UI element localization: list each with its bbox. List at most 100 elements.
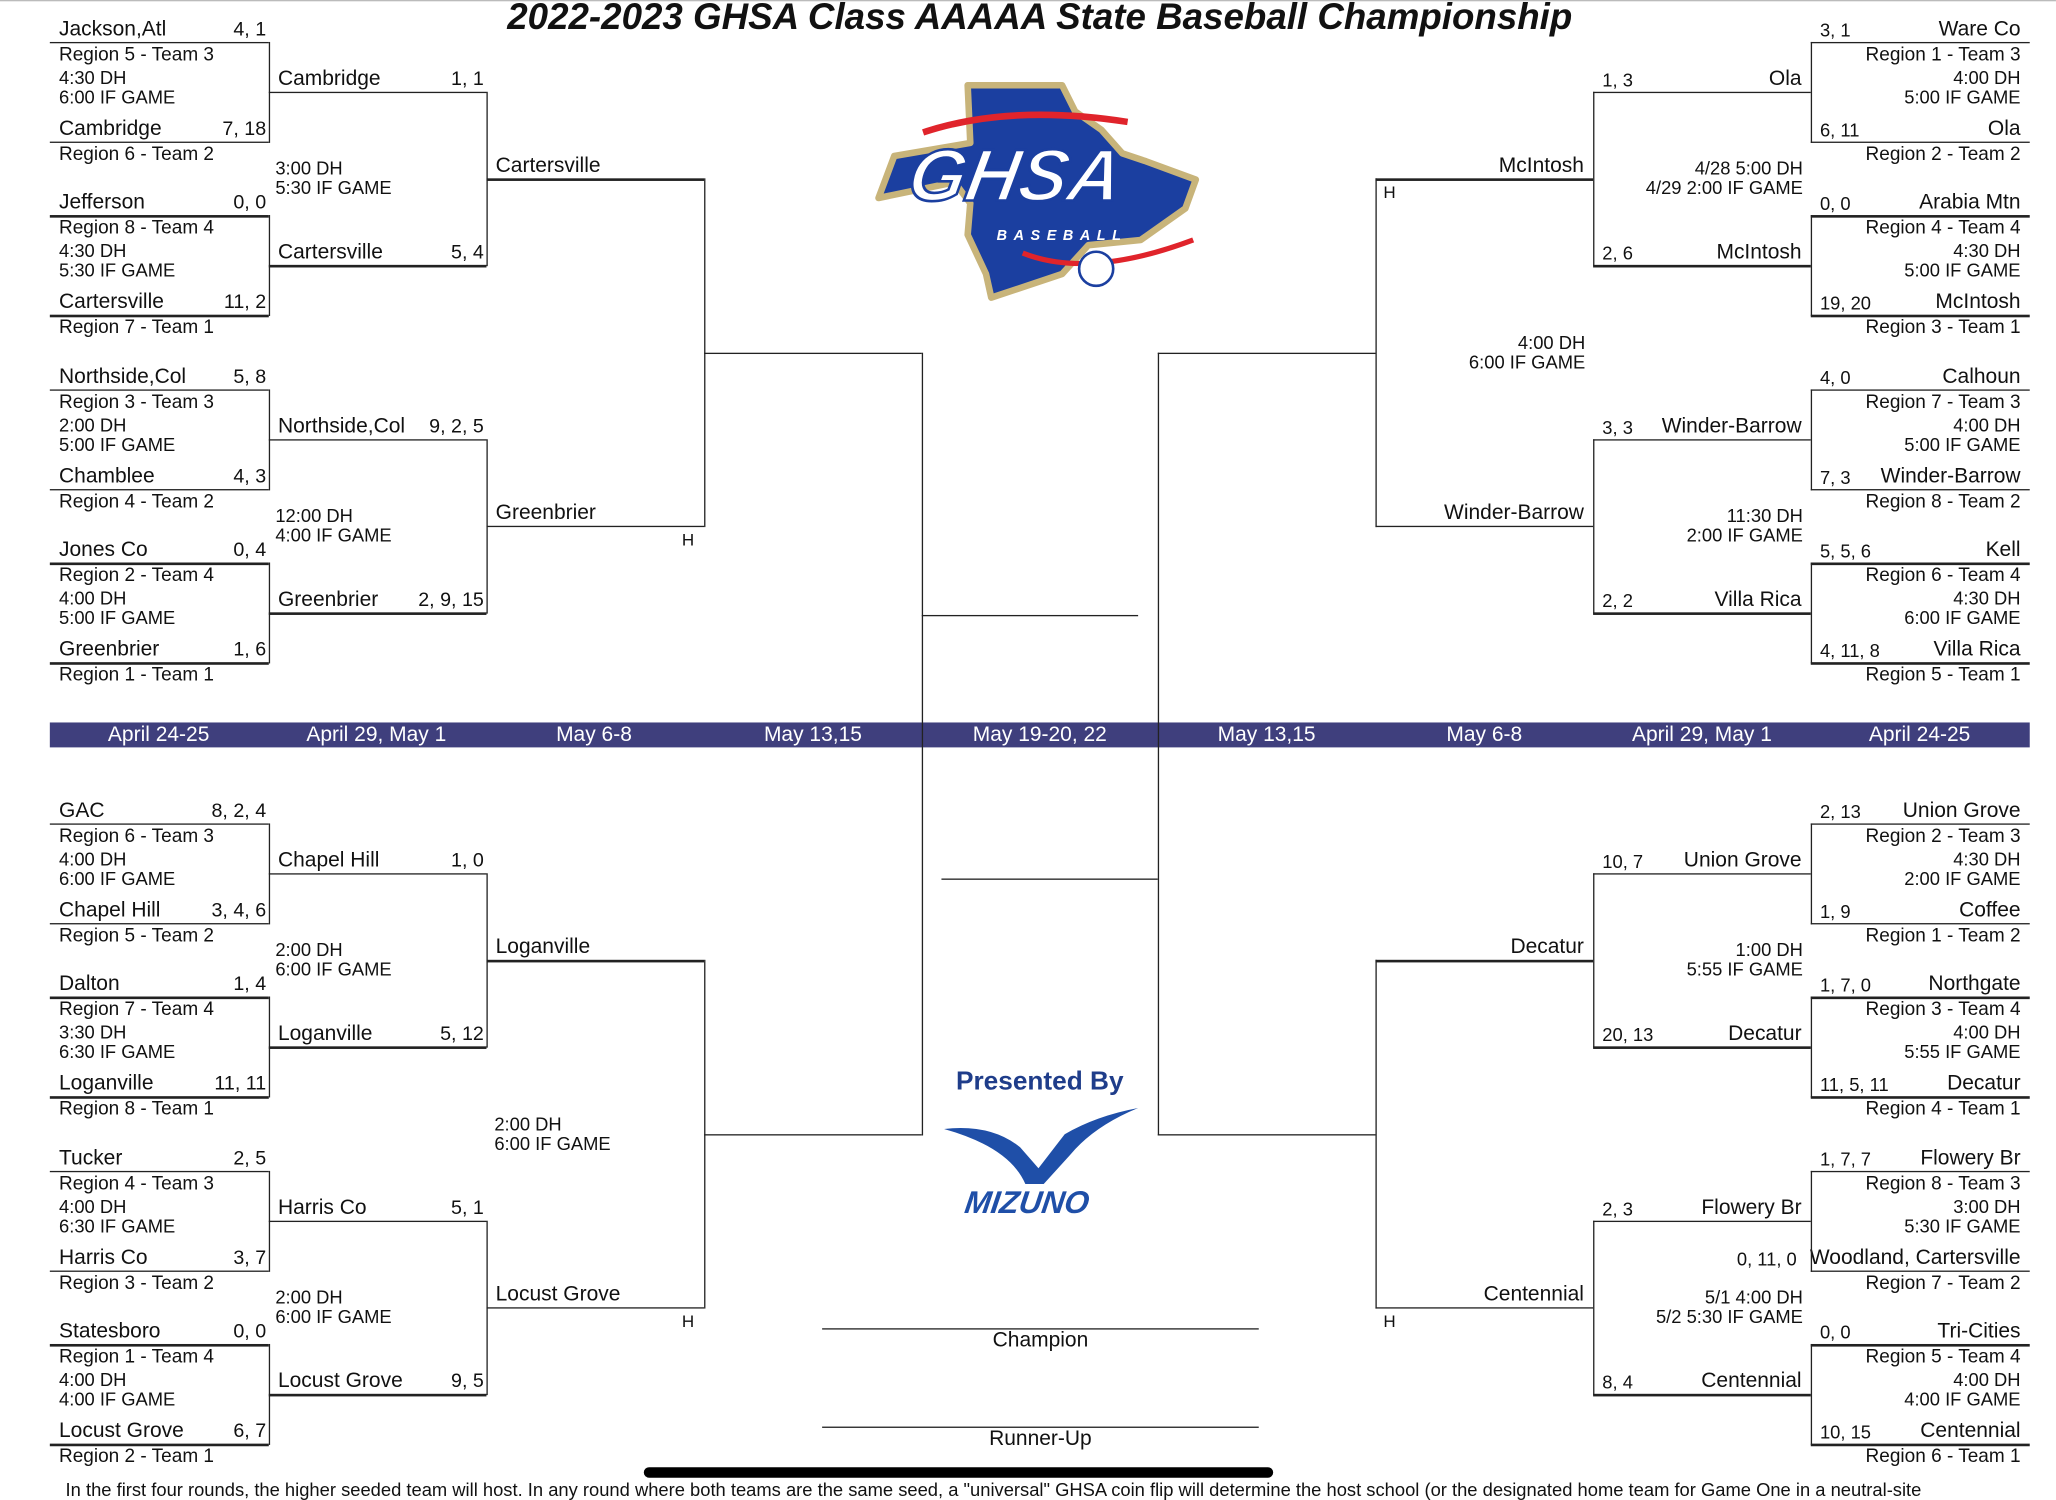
bracket-line <box>49 488 269 491</box>
bracket-line <box>268 612 487 615</box>
doubleheader-time: 4:00 DH <box>1953 1369 2021 1391</box>
team-slot: Northside,Col 5, 8 <box>50 364 269 389</box>
team-score: 2, 13 <box>1819 801 1861 823</box>
bracket-line <box>268 265 487 268</box>
region-seed-label: Region 8 - Team 2 <box>1865 491 2021 513</box>
bracket-line <box>486 178 705 181</box>
team-score: 9, 2, 5 <box>429 415 484 438</box>
bracket-line <box>268 1394 487 1396</box>
region-seed-label: Region 1 - Team 2 <box>1865 925 2021 947</box>
bracket-connector <box>1810 1344 1813 1446</box>
team-slot: Locust Grove 6, 7 <box>50 1419 269 1444</box>
team-score: 0, 0 <box>233 191 267 215</box>
if-game-time: 5:00 IF GAME <box>1904 86 2021 108</box>
region-seed-label: Region 3 - Team 4 <box>1865 999 2021 1021</box>
doubleheader-time: 2:00 DH <box>59 414 127 436</box>
doubleheader-time: 2:00 DH <box>275 1286 343 1308</box>
team-score: 6, 7 <box>233 1420 267 1443</box>
team-name: Winder-Barrow <box>1661 415 1802 438</box>
if-game-time: 5:30 IF GAME <box>275 177 392 199</box>
if-game-time: 6:30 IF GAME <box>59 1041 176 1063</box>
team-name: McIntosh <box>1716 241 1802 265</box>
bracket-line <box>49 562 269 565</box>
bracket-line <box>1810 662 2030 665</box>
region-seed-label: Region 3 - Team 2 <box>59 1272 215 1294</box>
team-name: Centennial <box>1483 1283 1584 1306</box>
region-seed-label: Region 4 - Team 3 <box>59 1173 215 1195</box>
region-seed-label: Region 2 - Team 3 <box>1865 826 2021 848</box>
region-seed-label: Region 1 - Team 3 <box>1865 44 2021 66</box>
team-name: Harris Co <box>277 1196 367 1220</box>
footer-note: In the first four rounds, the higher see… <box>65 1479 1922 1500</box>
bracket-line <box>1810 823 2030 826</box>
team-slot: Loganville <box>486 935 704 960</box>
region-seed-label: Region 7 - Team 2 <box>1865 1272 2021 1294</box>
bracket-line <box>1810 1270 2030 1273</box>
bracket-line <box>1593 612 1811 615</box>
doubleheader-time: 4:30 DH <box>59 240 127 262</box>
doubleheader-time: 3:30 DH <box>59 1021 127 1043</box>
if-game-time: 5:00 IF GAME <box>59 433 176 455</box>
bracket-line <box>486 960 705 962</box>
team-score: 11, 2 <box>223 291 267 314</box>
team-slot: Winder-Barrow 3, 3 <box>1593 414 1811 439</box>
team-name: Northside,Col <box>59 365 187 388</box>
team-name: Northgate <box>1928 973 2021 996</box>
team-name: Centennial <box>1920 1420 2021 1443</box>
team-score: 1, 7, 7 <box>1819 1148 1871 1170</box>
team-score: 11, 11 <box>214 1073 267 1096</box>
svg-text:GHSA: GHSA <box>903 134 1130 216</box>
team-score: 1, 9 <box>1819 900 1851 922</box>
team-score: 2, 5 <box>233 1147 267 1170</box>
region-seed-label: Region 4 - Team 4 <box>1865 218 2021 240</box>
team-name: Locust Grove <box>59 1420 184 1443</box>
team-score: 3, 3 <box>1602 416 1633 438</box>
team-name: Union Grove <box>1902 799 2021 823</box>
bracket-line <box>268 1220 487 1223</box>
team-slot: Greenbrier <box>486 501 704 526</box>
team-score: 5, 8 <box>233 365 267 388</box>
bracket-connector <box>1810 1170 1813 1272</box>
doubleheader-time: 4:00 DH <box>1953 1021 2021 1043</box>
bracket-line <box>49 389 269 391</box>
region-seed-label: Region 3 - Team 3 <box>59 391 215 413</box>
doubleheader-time: 4:30 DH <box>59 66 127 88</box>
team-name: Dalton <box>59 973 120 996</box>
if-game-time: 6:00 IF GAME <box>494 1132 611 1154</box>
if-game-time: 5/2 5:30 IF GAME <box>1655 1305 1803 1327</box>
bracket-connector <box>1810 562 1813 664</box>
team-name: Flowery Br <box>1701 1196 1802 1220</box>
bracket-line <box>1810 389 2030 391</box>
bracket-line <box>1375 960 1594 962</box>
bracket-line <box>1810 1443 2030 1446</box>
bracket-line <box>1810 315 2030 318</box>
team-score: 0, 4 <box>233 539 267 562</box>
mizuno-logo: MIZUNO <box>944 1107 1139 1215</box>
team-score: 4, 11, 8 <box>1819 640 1880 662</box>
horizontal-scrollbar[interactable] <box>643 1467 1274 1478</box>
team-slot: Locust Grove <box>486 1282 704 1307</box>
bracket-connector <box>1375 178 1378 528</box>
team-name: Locust Grove <box>495 1283 621 1306</box>
host-marker: H <box>681 1311 695 1331</box>
bracket-connector <box>1810 41 1813 143</box>
if-game-time: 6:00 IF GAME <box>59 868 176 889</box>
team-name: Centennial <box>1701 1370 1802 1393</box>
if-game-time: 4/29 2:00 IF GAME <box>1645 177 1803 199</box>
team-score: 4, 3 <box>233 465 267 488</box>
team-slot: Jefferson 0, 0 <box>50 191 269 216</box>
team-name: Jefferson <box>59 191 145 215</box>
